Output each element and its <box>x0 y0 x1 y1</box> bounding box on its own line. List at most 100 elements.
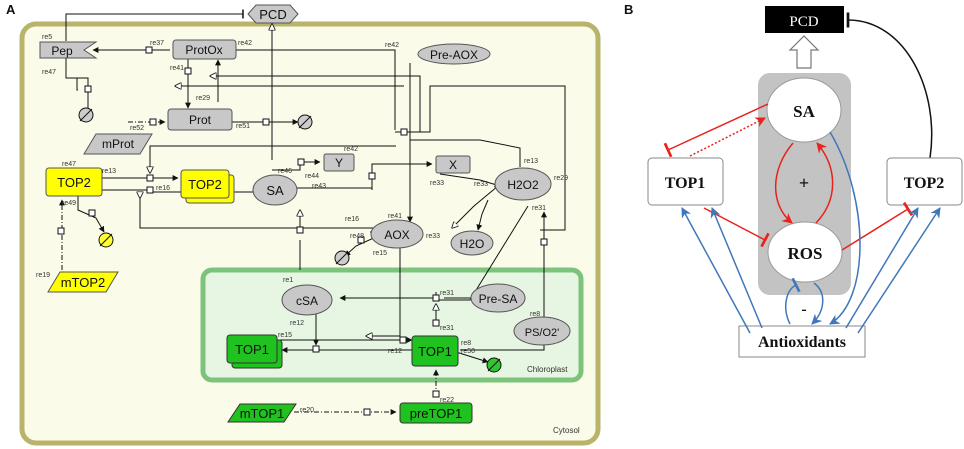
top2-box[interactable]: TOP2 <box>886 157 963 206</box>
pre-aox-node[interactable]: Pre-AOX <box>417 43 491 65</box>
rlabel-re15b: re15 <box>278 332 292 339</box>
mtop2-node[interactable]: mTOP2 <box>47 271 119 293</box>
top2-node-a[interactable]: TOP2 <box>45 167 103 197</box>
rlabel-re31b: re31 <box>440 290 454 297</box>
mtop1-node[interactable]: mTOP1 <box>227 403 297 423</box>
sink-prot <box>297 114 313 130</box>
rlabel-re16: re16 <box>156 185 170 192</box>
mtop1-label: mTOP1 <box>240 406 285 421</box>
antioxidants-to-top1-b <box>710 207 763 329</box>
antioxidants-box[interactable]: Antioxidants <box>738 325 866 358</box>
ps-o2-label: PS/O2' <box>525 327 560 339</box>
rlabel-re13b: re13 <box>524 158 538 165</box>
top2-box-label: TOP2 <box>904 175 945 192</box>
rlabel-re42b: re42 <box>385 42 399 49</box>
rlabel-re31c: re31 <box>440 325 454 332</box>
pep-label: Pep <box>51 44 73 58</box>
pretop1-node[interactable]: preTOP1 <box>399 402 473 424</box>
antioxidants-inhibit-ros <box>784 277 801 325</box>
pcd-node[interactable]: PCD <box>247 4 299 24</box>
rlabel-re16b: re16 <box>345 216 359 223</box>
rlabel-re48: re48 <box>350 233 364 240</box>
rlabel-re31: re31 <box>532 205 546 212</box>
rlabel-re20: re20 <box>300 407 314 414</box>
sa-to-ros-activation <box>774 142 794 224</box>
rlabel-re37: re37 <box>150 40 164 47</box>
chloroplast-label: Chloroplast <box>527 365 568 374</box>
negative-loop-sign: - <box>801 301 806 318</box>
rlabel-re8: re8 <box>530 311 540 318</box>
panel-b: B PCD SA ROS + - TOP1 <box>624 2 963 358</box>
rlabel-re29b: re29 <box>554 175 568 182</box>
mprot-node[interactable]: mProt <box>83 133 153 155</box>
rlabel-re41: re41 <box>170 65 184 72</box>
pre-sa-label: Pre-SA <box>479 292 518 306</box>
y-node[interactable]: Y <box>323 153 355 172</box>
antioxidants-to-top2-b <box>857 207 941 334</box>
top2-node-b[interactable]: TOP2 <box>180 169 235 204</box>
rlabel-re33b: re33 <box>474 181 488 188</box>
panel-a: A Cytosol Chloroplast <box>6 2 601 446</box>
pep-node[interactable]: Pep <box>39 41 98 59</box>
ros-inhibits-top2 <box>841 201 914 251</box>
sink-pep <box>78 107 94 123</box>
h2o-node[interactable]: H2O <box>450 230 494 256</box>
rlabel-re13: re13 <box>102 168 116 175</box>
top1-c-label: TOP1 <box>235 342 269 357</box>
sa-node[interactable]: SA <box>252 174 298 206</box>
sa-label: SA <box>266 183 284 198</box>
rlabel-re5: re5 <box>42 34 52 41</box>
mprot-label: mProt <box>102 137 135 151</box>
protox-node[interactable]: ProtOx <box>172 39 237 60</box>
pre-aox-label: Pre-AOX <box>430 48 478 62</box>
rlabel-re8b: re8 <box>461 340 471 347</box>
top1-box-label: TOP1 <box>665 175 706 192</box>
x-node[interactable]: X <box>435 155 471 174</box>
top1-box[interactable]: TOP1 <box>647 157 724 206</box>
sa-to-pcd-arrow <box>788 35 820 69</box>
rlabel-re42: re42 <box>238 40 252 47</box>
reaction-points <box>57 46 548 416</box>
ros-to-sa-activation <box>815 142 834 224</box>
pcd-label: PCD <box>259 7 286 22</box>
rlabel-re47: re47 <box>42 69 56 76</box>
pretop1-label: preTOP1 <box>410 406 463 421</box>
ros-circle[interactable]: ROS <box>767 221 843 283</box>
h2o2-node[interactable]: H2O2 <box>494 167 552 201</box>
top2-a-label: TOP2 <box>57 175 91 190</box>
pcd-box-label: PCD <box>789 14 818 30</box>
rlabel-re47b: re47 <box>62 161 76 168</box>
h2o-label: H2O <box>460 237 485 251</box>
antioxidants-to-top2 <box>845 207 919 329</box>
ps-o2-node[interactable]: PS/O2' <box>513 316 571 346</box>
aox-label: AOX <box>384 228 409 242</box>
aox-node[interactable]: AOX <box>370 219 424 249</box>
sink-top2 <box>98 232 114 248</box>
rlabel-re15: re15 <box>373 250 387 257</box>
rlabel-re33: re33 <box>430 180 444 187</box>
ros-to-antioxidants <box>811 282 824 325</box>
rlabel-re19: re19 <box>36 272 50 279</box>
pcd-box[interactable]: PCD <box>765 6 844 33</box>
y-label: Y <box>335 156 343 170</box>
positive-loop-sign: + <box>799 173 809 193</box>
rlabel-re52: re52 <box>130 125 144 132</box>
x-label: X <box>449 158 457 172</box>
pre-sa-node[interactable]: Pre-SA <box>470 283 526 313</box>
prot-node[interactable]: Prot <box>167 108 233 131</box>
sink-aox <box>334 250 350 266</box>
rlabel-re49: re49 <box>62 200 76 207</box>
csa-label: cSA <box>296 294 318 308</box>
rlabel-re41b: re41 <box>388 213 402 220</box>
reaction-labels: re5 re37 re42 re42 re47 re41 re29 re52 r… <box>36 34 568 414</box>
rlabel-re29: re29 <box>196 95 210 102</box>
rlabel-re33c: re33 <box>426 233 440 240</box>
panel-a-edges <box>59 9 566 415</box>
top1-node-c[interactable]: TOP1 <box>226 334 283 369</box>
csa-node[interactable]: cSA <box>281 284 333 316</box>
top1-d-label: TOP1 <box>418 344 452 359</box>
sa-circle[interactable]: SA <box>766 77 842 143</box>
top1-node-d[interactable]: TOP1 <box>411 335 459 367</box>
top2-b-label: TOP2 <box>188 177 222 192</box>
rlabel-re42c: re42 <box>344 146 358 153</box>
